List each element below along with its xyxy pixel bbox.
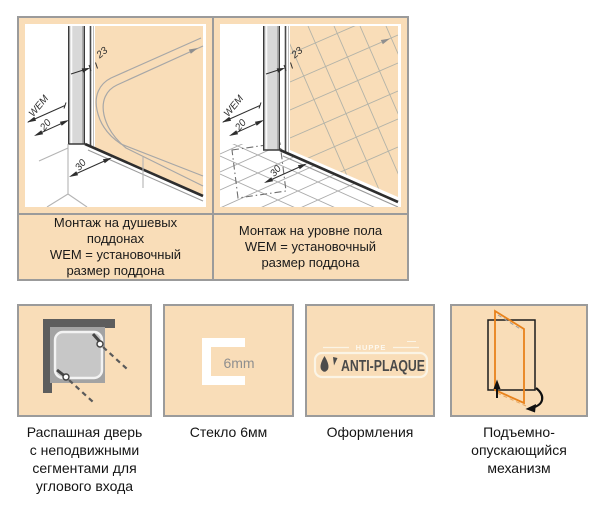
feature-lift-mechanism-label: Подъемно- опускающийся механизм	[471, 424, 567, 476]
feature-corner-entry-label: Распашная дверь с неподвижными сегментам…	[26, 424, 143, 494]
badge-text: ANTI-PLAQUE	[341, 358, 425, 375]
feature-glass-thickness: 6mm Стекло 6мм	[163, 304, 294, 441]
lift-mechanism-icon	[487, 309, 544, 413]
door-pivot	[62, 373, 70, 381]
direction-arrow-icon	[380, 38, 390, 45]
tray-installation-drawing: 23 WEM 20	[25, 24, 206, 207]
feature-corner-entry: Распашная дверь с неподвижными сегментам…	[17, 304, 152, 495]
feature-lift-mechanism: Подъемно- опускающийся механизм	[450, 304, 588, 477]
rotate-arrow-icon	[525, 404, 536, 413]
badge-brand: HUPPE	[356, 343, 387, 352]
door-pivot	[96, 340, 104, 348]
water-drop-icon	[320, 356, 329, 372]
floor-installation-caption: Монтаж на уровне пола WEM = установочный…	[214, 213, 407, 279]
door-panel-outline	[494, 309, 525, 405]
anti-plaque-badge: HUPPE ANTI-PLAQUE	[313, 341, 429, 379]
direction-arrow-icon	[188, 48, 198, 54]
installation-panel-floor: 23 WEM 20	[212, 18, 407, 279]
feature-anti-plaque: HUPPE ANTI-PLAQUE Оформления	[305, 304, 435, 441]
floor-installation-drawing: 23 WEM 20	[220, 24, 401, 207]
installation-panel-tray: 23 WEM 20	[19, 18, 212, 279]
installation-diagrams: 23 WEM 20	[17, 16, 409, 281]
up-arrow-icon	[493, 379, 501, 389]
glass-thickness-icon: 6mm	[202, 338, 255, 385]
feature-anti-plaque-label: Оформления	[326, 424, 414, 440]
tray-installation-caption: Монтаж на душевых поддонах WEM = установ…	[19, 213, 212, 279]
corner-entry-icon	[43, 319, 128, 403]
feature-glass-thickness-label: Стекло 6мм	[189, 424, 268, 440]
glass-thickness-value: 6mm	[223, 355, 254, 371]
